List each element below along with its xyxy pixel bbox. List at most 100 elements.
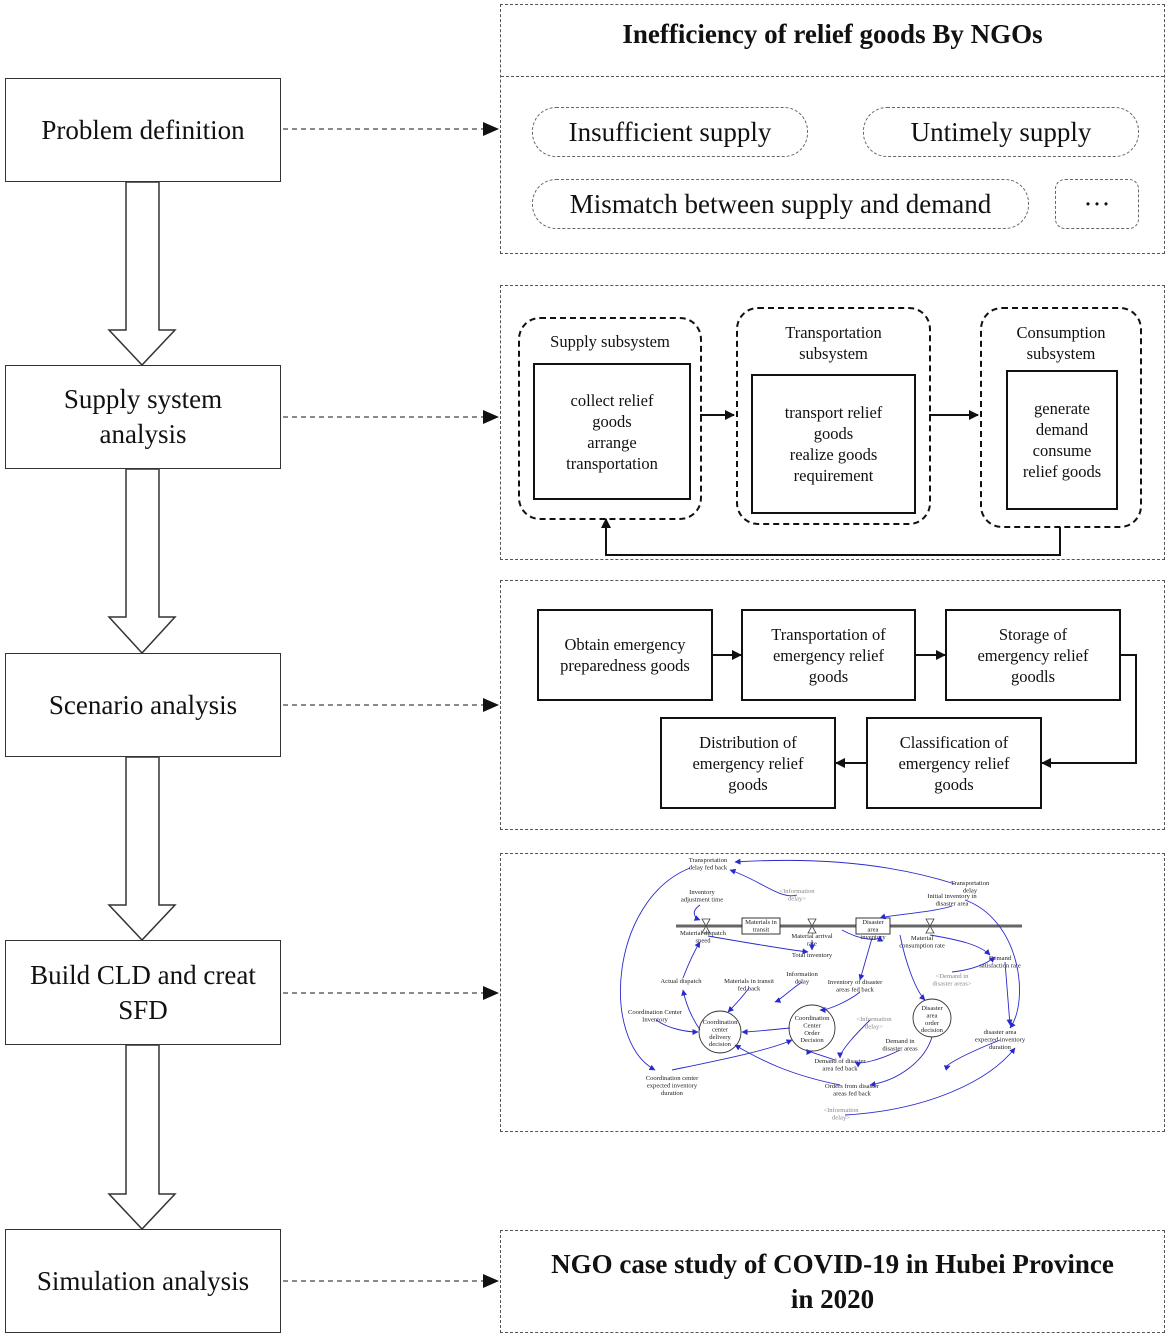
- consumption-feedback-arrow: [601, 518, 1061, 556]
- transportation-subsystem: Transportation subsystem transport relie…: [736, 307, 931, 525]
- causal-link-15: [899, 934, 926, 1001]
- flow-arrow-2: [107, 468, 177, 655]
- conclusion-text: NGO case study of COVID-19 in Hubei Prov…: [551, 1248, 1114, 1314]
- causal-link-21: [682, 941, 701, 979]
- sfd-variable-9: Actual dispatch: [660, 978, 702, 985]
- causal-link-22: [727, 987, 750, 1013]
- supply-subsystem-content: collect relief goods arrange transportat…: [533, 363, 691, 500]
- problem-item-untimely-supply: Untimely supply: [863, 107, 1139, 157]
- causal-link-14: [869, 1036, 933, 1088]
- step-connectors: [283, 122, 499, 1288]
- causal-link-26: [943, 1039, 1001, 1071]
- causal-link-7: [879, 905, 953, 920]
- transportation-subsystem-content: transport relief goods realize goods req…: [751, 374, 916, 514]
- step-build-cld-sfd: Build CLD and creat SFD: [5, 940, 281, 1045]
- scenario-arrows: [713, 650, 1137, 768]
- problem-title: Inefficiency of relief goods By NGOs: [622, 19, 1043, 49]
- scenario-storage: Storage of emergency relief goodls: [945, 609, 1121, 701]
- stock-1: [855, 917, 891, 935]
- supply-subsystem-title: Supply subsystem: [550, 332, 670, 351]
- flow-arrow-1: [107, 181, 177, 367]
- transportation-subsystem-title: Transportation subsystem: [785, 323, 882, 363]
- step-supply-system-analysis: Supply system analysis: [5, 365, 281, 469]
- problem-divider: [501, 76, 1164, 77]
- scenario-obtain-goods: Obtain emergency preparedness goods: [537, 609, 713, 701]
- decision-node-0: [698, 1010, 742, 1054]
- causal-link-27: [844, 1047, 1016, 1116]
- causal-link-8: [929, 934, 991, 956]
- causal-link-9: [951, 956, 996, 973]
- causal-link-0: [734, 858, 956, 885]
- causal-link-3: [729, 868, 798, 897]
- causal-link-17: [734, 1044, 841, 1086]
- storage-to-classification-arrow: [1041, 654, 1137, 768]
- scenario-classification: Classification of emergency relief goods: [866, 717, 1042, 809]
- scenario-distribution: Distribution of emergency relief goods: [660, 717, 836, 809]
- scenario-panel: [500, 580, 1165, 830]
- causal-link-18: [806, 1049, 836, 1061]
- flow-arrows: [107, 181, 177, 1231]
- consumption-subsystem-title: Consumption subsystem: [1016, 323, 1106, 363]
- scenario-transportation: Transportation of emergency relief goods: [741, 609, 916, 701]
- causal-link-6: [841, 929, 883, 942]
- step-simulation-analysis: Simulation analysis: [5, 1229, 281, 1333]
- causal-link-25: [671, 1039, 793, 1071]
- causal-link-10: [858, 937, 873, 981]
- causal-link-24: [655, 1019, 699, 1035]
- consumption-subsystem: Consumption subsystem generate demand co…: [980, 307, 1142, 528]
- supply-system-panel: Supply subsystem collect relief goods ar…: [500, 285, 1165, 560]
- valve-arrival: [807, 918, 817, 934]
- problem-panel: Inefficiency of relief goods By NGOs Ins…: [500, 4, 1165, 254]
- conclusion-panel: NGO case study of COVID-19 in Hubei Prov…: [500, 1230, 1165, 1333]
- causal-link-1: [620, 867, 691, 1071]
- valve-dispatch: [701, 918, 711, 934]
- causal-link-4: [707, 935, 809, 955]
- flow-arrow-3: [107, 756, 177, 942]
- causal-link-13: [854, 1049, 901, 1068]
- causal-link-16: [964, 899, 1020, 1029]
- causal-link-28: [1004, 961, 1013, 1026]
- causal-link-11: [819, 991, 861, 1013]
- sfd-panel: [500, 853, 1165, 1132]
- problem-item-mismatch: Mismatch between supply and demand: [532, 179, 1029, 229]
- stock-0: [741, 917, 781, 935]
- causal-link-20: [681, 989, 701, 1031]
- supply-subsystem: Supply subsystem collect relief goods ar…: [518, 317, 702, 520]
- consumption-subsystem-content: generate demand consume relief goods: [1006, 370, 1118, 510]
- step-problem-definition: Problem definition: [5, 78, 281, 182]
- flow-arrow-4: [107, 1044, 177, 1231]
- valve-consumption: [925, 918, 935, 934]
- problem-item-more: ···: [1055, 179, 1139, 229]
- causal-link-19: [741, 1027, 791, 1035]
- step-scenario-analysis: Scenario analysis: [5, 653, 281, 757]
- causal-link-23: [774, 981, 803, 1003]
- sfd-variable-4: Total inventory: [792, 952, 833, 959]
- causal-link-12: [837, 1019, 871, 1059]
